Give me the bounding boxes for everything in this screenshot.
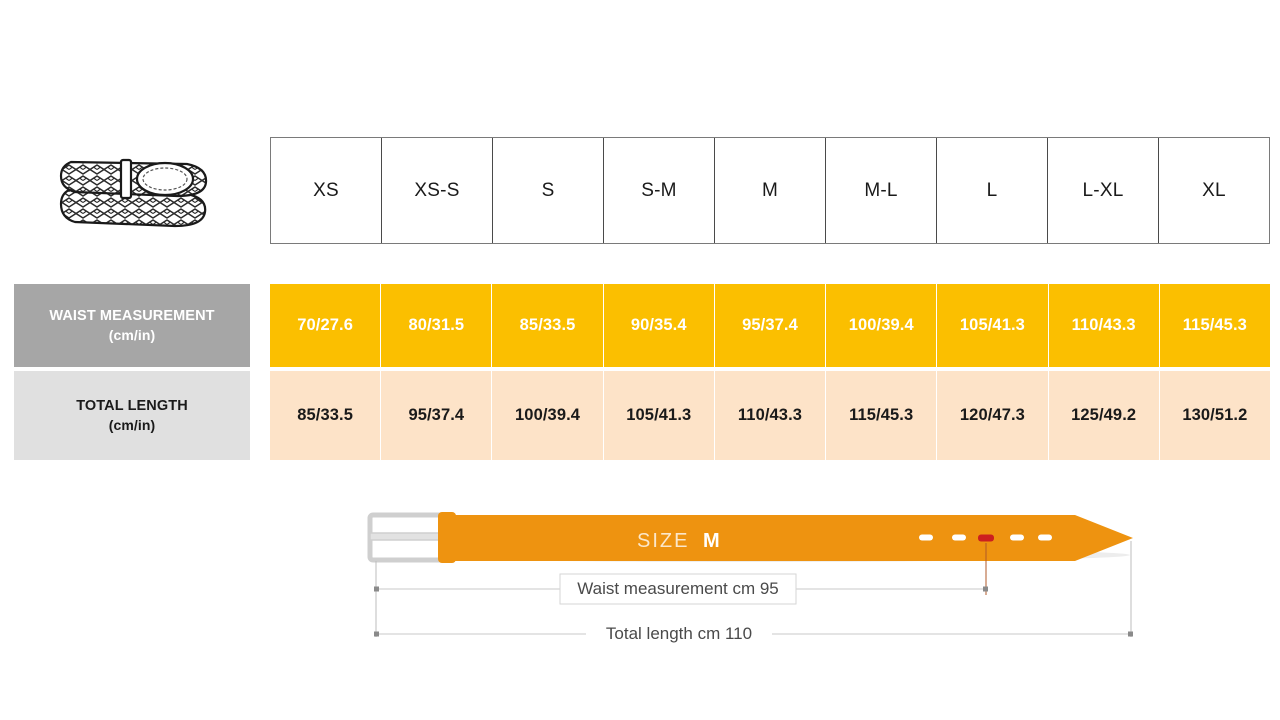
size-header-cell: XS-S [382, 138, 493, 243]
value-cell: 110/43.3 [1048, 284, 1160, 367]
row-cells-waist: 70/27.6 80/31.5 85/33.5 90/35.4 95/37.4 … [270, 284, 1270, 367]
size-header-table: XS XS-S S S-M M M-L L L-XL XL [270, 137, 1270, 244]
belt-hole-highlighted [978, 534, 994, 542]
size-header-cell: S-M [604, 138, 715, 243]
row-label-title: WAIST MEASUREMENT [49, 307, 215, 324]
value-cell: 90/35.4 [603, 284, 715, 367]
row-label-title: TOTAL LENGTH [76, 397, 188, 414]
total-length-text: Total length cm 110 [606, 624, 752, 643]
size-header-cell: L-XL [1048, 138, 1159, 243]
value-cell: 85/33.5 [492, 284, 604, 367]
value-cell: 110/43.3 [714, 371, 827, 460]
braided-belt-icon [55, 142, 215, 242]
value-cell: 105/41.3 [937, 284, 1049, 367]
value-cell: 125/49.2 [1048, 371, 1160, 460]
belt-measurement-diagram: SIZE M Waist measurement cm 95 [0, 495, 1280, 665]
total-length-label: Total length cm 110 [586, 620, 772, 648]
table-row-waist: WAIST MEASUREMENT (cm/in) 70/27.6 80/31.… [0, 284, 1280, 367]
belt-strap [448, 515, 1133, 561]
value-cell: 130/51.2 [1159, 371, 1270, 460]
size-header-cell: XL [1202, 179, 1226, 201]
row-cells-total-length: 85/33.5 95/37.4 100/39.4 105/41.3 110/43… [270, 371, 1270, 460]
value-cell: 95/37.4 [714, 284, 827, 367]
value-cell: 115/45.3 [1159, 284, 1270, 367]
waist-measurement-text: Waist measurement cm 95 [577, 579, 779, 598]
value-cell: 100/39.4 [826, 284, 938, 367]
belt-size-caption-prefix: SIZE [637, 530, 689, 552]
value-cell: 120/47.3 [937, 371, 1049, 460]
value-cell: 80/31.5 [381, 284, 493, 367]
row-label-unit: (cm/in) [108, 416, 156, 433]
row-label-waist: WAIST MEASUREMENT (cm/in) [14, 284, 250, 367]
belt-buckle [367, 512, 449, 563]
value-cell: 85/33.5 [270, 371, 382, 460]
value-cell: 105/41.3 [603, 371, 715, 460]
value-cell: 70/27.6 [270, 284, 382, 367]
value-cell: 95/37.4 [381, 371, 493, 460]
value-cell: 115/45.3 [826, 371, 938, 460]
row-label-total-length: TOTAL LENGTH (cm/in) [14, 371, 250, 460]
row-label-unit: (cm/in) [108, 326, 156, 343]
table-row-total-length: TOTAL LENGTH (cm/in) 85/33.5 95/37.4 100… [0, 371, 1280, 460]
size-header-cell: XS [271, 138, 382, 243]
size-header-cell: M-L [826, 138, 937, 243]
size-header-cell: S [493, 138, 604, 243]
waist-measurement-label: Waist measurement cm 95 [559, 573, 797, 605]
belt-holes [919, 534, 1052, 542]
size-header-cell: L [937, 138, 1048, 243]
value-cell: 100/39.4 [492, 371, 604, 460]
belt-size-caption-value: M [703, 530, 720, 552]
size-header-cell: M [715, 138, 826, 243]
